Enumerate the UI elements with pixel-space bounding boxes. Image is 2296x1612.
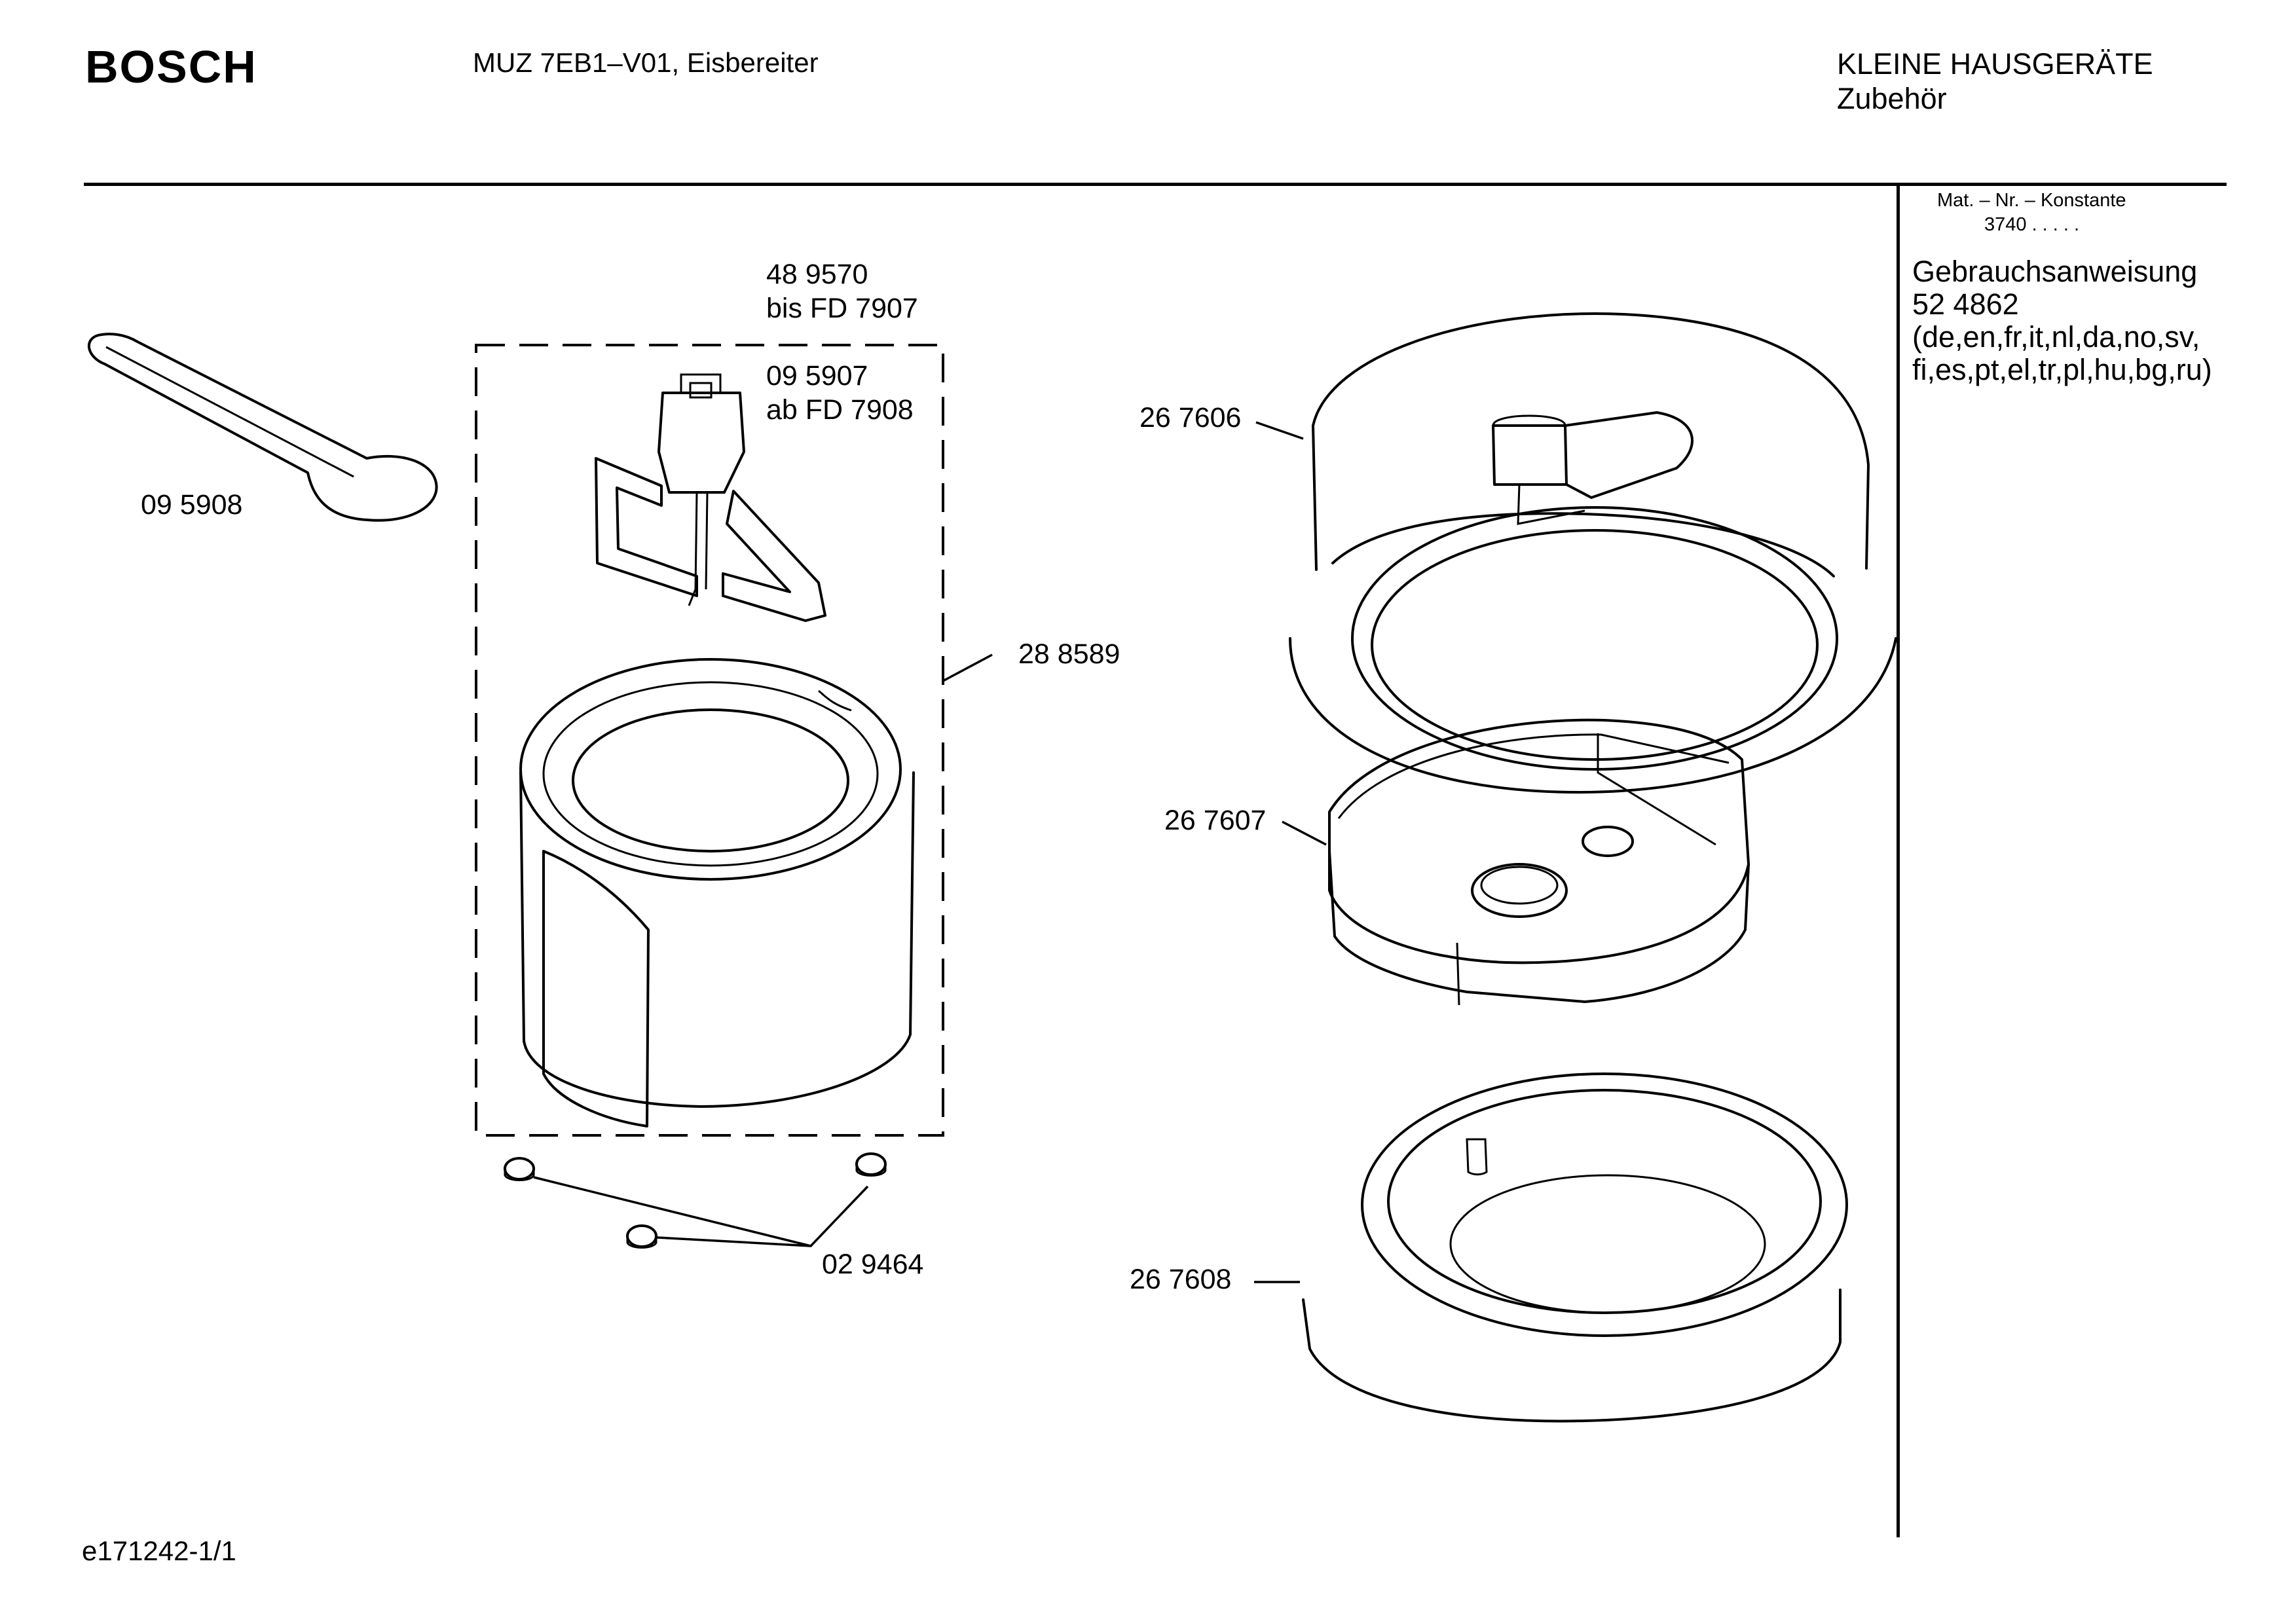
manual-number: 52 4862 bbox=[1912, 287, 2019, 321]
feet-drawing bbox=[504, 1152, 887, 1249]
part-number-lid: 26 7606 bbox=[1139, 402, 1242, 433]
leader-motor-unit bbox=[1282, 820, 1327, 846]
lid-drawing bbox=[1289, 312, 1897, 794]
serial-range-new: ab FD 7908 bbox=[766, 394, 914, 426]
manual-block: Gebrauchsanweisung 52 4862 (de,en,fr,it,… bbox=[1912, 255, 2212, 386]
serial-range-old: bis FD 7907 bbox=[766, 293, 918, 324]
manual-languages-line2: fi,es,pt,el,tr,pl,hu,bg,ru) bbox=[1912, 353, 2212, 386]
part-number-motor-unit: 26 7607 bbox=[1164, 805, 1267, 836]
paddle-drawing bbox=[595, 373, 826, 622]
brand-logo: BOSCH bbox=[85, 41, 257, 92]
manual-languages-line1: (de,en,fr,it,nl,da,no,sv, bbox=[1912, 320, 2200, 354]
part-number-container-set: 28 8589 bbox=[1018, 638, 1120, 670]
leader-feet bbox=[533, 1176, 869, 1247]
header-divider bbox=[84, 183, 2227, 186]
paddle-new-block: 09 5907 ab FD 7908 bbox=[766, 359, 914, 427]
model-title: MUZ 7EB1–V01, Eisbereiter bbox=[473, 47, 819, 78]
category-subtitle: Zubehör bbox=[1837, 82, 1947, 115]
leader-container-set bbox=[942, 653, 993, 682]
leader-lid bbox=[1255, 421, 1304, 440]
part-number-spoon: 09 5908 bbox=[141, 489, 243, 521]
leader-lines bbox=[533, 421, 1327, 1283]
part-number-base-ring: 26 7608 bbox=[1130, 1264, 1232, 1295]
material-number-value: 3740 . . . . . bbox=[1984, 214, 2080, 235]
freezer-bowl-drawing bbox=[519, 658, 915, 1127]
base-ring-drawing bbox=[1302, 1072, 1848, 1423]
material-number-label: Mat. – Nr. – Konstante bbox=[1937, 190, 2126, 211]
category-title: KLEINE HAUSGERÄTE bbox=[1837, 47, 2153, 81]
manual-title: Gebrauchsanweisung bbox=[1912, 255, 2198, 288]
part-number-paddle-old: 48 9570 bbox=[766, 259, 868, 290]
motor-unit-drawing bbox=[1328, 718, 1750, 1006]
paddle-old-block: 48 9570 bis FD 7907 bbox=[766, 257, 918, 325]
spoon-drawing bbox=[87, 333, 438, 522]
sidebar-divider bbox=[1897, 185, 1900, 1537]
drawing-id: e171242-1/1 bbox=[82, 1535, 236, 1566]
container-set-frame bbox=[475, 344, 944, 1137]
part-number-feet: 02 9464 bbox=[822, 1249, 924, 1280]
part-number-paddle-new: 09 5907 bbox=[766, 360, 868, 392]
